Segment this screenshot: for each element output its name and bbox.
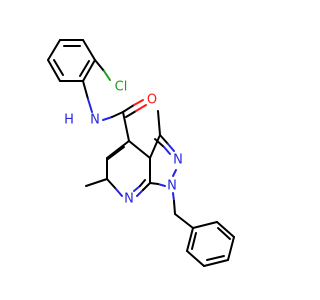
chlorophenyl-ring: [47, 39, 96, 82]
c-o-double-bond-b: [125, 110, 137, 118]
c-cl-bond-colored: [103, 70, 111, 81]
nh-hydrogen-label: H: [64, 113, 74, 128]
pyrazole-ring: [149, 134, 177, 187]
ch2-phenyl-bond: [174, 213, 194, 229]
n-carbonyl-bond-colored: [102, 116, 113, 121]
n1-ch2-bond-colored: [172, 192, 175, 202]
carbonyl-c4-bond: [122, 111, 130, 142]
c-o-double-bond-a: [122, 104, 135, 113]
pyridine-nitrogen-label: N: [124, 192, 134, 207]
pyrazole-n2-label: N: [173, 153, 183, 168]
amide-nitrogen-label: N: [90, 113, 100, 128]
methyl-c3-bond: [157, 110, 161, 136]
aryl-n-bond: [82, 80, 89, 100]
chemical-structure-diagram: H N O Cl N N N: [47, 39, 235, 267]
c-o-double-bond-a-colored: [133, 99, 144, 106]
chlorine-label: Cl: [115, 80, 128, 95]
pyridine-ring: [106, 140, 151, 197]
c-cl-bond: [94, 59, 105, 72]
aryl-n-bond-colored: [87, 98, 93, 113]
benzyl-phenyl-ring: [186, 221, 235, 267]
carbonyl-oxygen-label: O: [147, 93, 157, 108]
n-carbonyl-bond: [111, 111, 124, 118]
pyrazole-n1-label: N: [167, 179, 177, 194]
methyl-c6-bond: [85, 178, 108, 187]
c-o-double-bond-b-colored: [135, 104, 147, 112]
n1-ch2-bond: [173, 200, 176, 215]
